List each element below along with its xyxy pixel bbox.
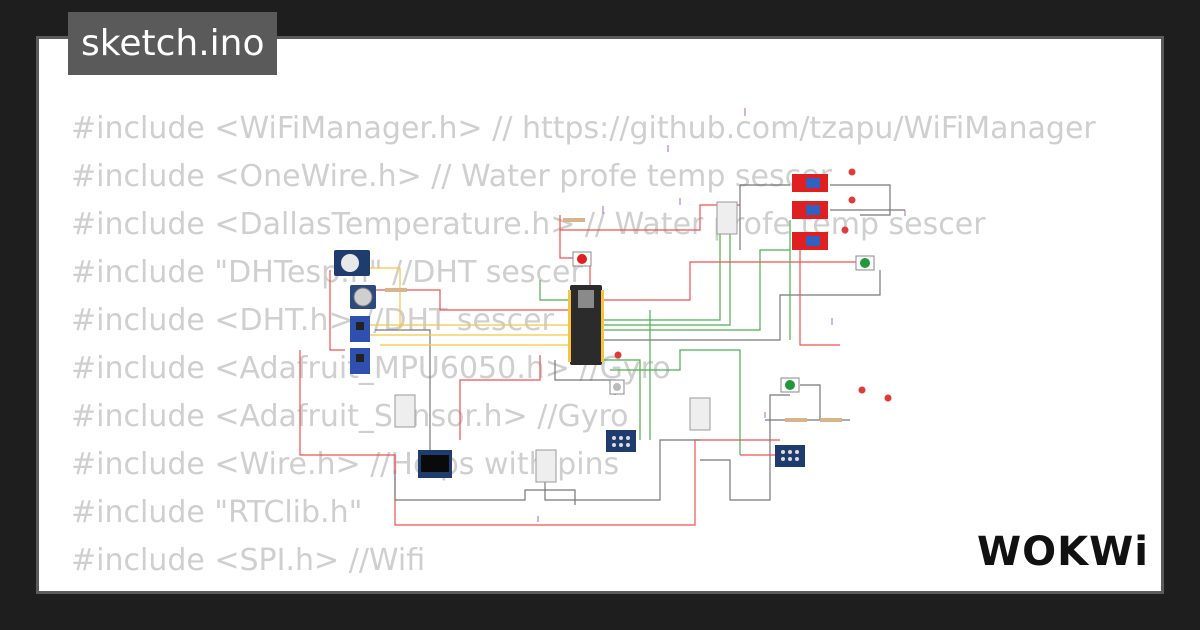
wires [299, 184, 905, 526]
logo-text: WOKWi [977, 529, 1149, 575]
wire [375, 329, 431, 450]
wire [560, 204, 740, 231]
button-green-top[interactable] [855, 255, 875, 271]
resistor [563, 218, 585, 222]
wire [370, 267, 401, 330]
wire [700, 394, 790, 501]
wire [459, 355, 541, 440]
code-line: #include "RTClib.h" [71, 495, 363, 530]
dht-sensor[interactable] [689, 397, 711, 431]
led [841, 226, 849, 234]
button-red[interactable] [572, 251, 592, 267]
wire [830, 184, 891, 216]
wire [329, 270, 345, 351]
dht-sensor[interactable] [394, 394, 416, 428]
potentiometer[interactable] [350, 285, 376, 309]
rtc-module[interactable] [334, 250, 370, 276]
wire [799, 250, 840, 346]
wire [539, 280, 570, 301]
code-line: #include <Wire.h> //Helps with pins [71, 447, 620, 482]
mpu6050-sensor[interactable] [350, 316, 370, 342]
code-line: #include <Adafruit_Sensor.h> //Gyro [71, 399, 629, 434]
dht-sensor[interactable] [535, 449, 557, 483]
wire [544, 439, 700, 501]
relay-module[interactable] [792, 232, 828, 250]
wokwi-logo: WOKWi [977, 529, 1149, 575]
wire [800, 384, 821, 420]
wire [600, 229, 735, 321]
wire [600, 249, 790, 331]
led [848, 196, 856, 204]
dht-sensor[interactable] [716, 201, 738, 235]
button-green-mid[interactable] [780, 377, 800, 393]
wire [610, 349, 741, 455]
code-listing: #include <WiFiManager.h> // https://gith… [71, 105, 1096, 591]
code-line: #include <DallasTemperature.h> // Water … [71, 207, 986, 242]
wire [600, 220, 731, 326]
led [858, 386, 866, 394]
wire [600, 270, 881, 341]
wire [600, 359, 641, 440]
wire [394, 470, 576, 505]
resistor [785, 418, 807, 422]
resistor [385, 288, 407, 292]
oled-display[interactable] [418, 450, 452, 478]
code-line: #include <WiFiManager.h> // https://gith… [71, 111, 1096, 146]
code-line: #include <OneWire.h> // Water profe temp… [71, 159, 832, 194]
code-line: #include <SPI.h> //Wifi [71, 543, 426, 578]
pin-markers [537, 108, 906, 522]
code-line: #include "DHTesp.h" //DHT sescer [71, 255, 583, 290]
keypad-module[interactable] [606, 430, 636, 452]
resistors [385, 218, 842, 422]
button-small[interactable] [609, 379, 625, 395]
mpu6050-sensor[interactable] [350, 348, 370, 374]
led [848, 168, 856, 176]
led [614, 351, 622, 359]
esp32-board[interactable] [568, 285, 604, 365]
preview-card: #include <WiFiManager.h> // https://gith… [36, 36, 1164, 594]
resistor [820, 418, 842, 422]
keypad-module[interactable] [775, 445, 805, 467]
file-tab[interactable]: sketch.ino [68, 12, 278, 75]
relay-module[interactable] [792, 201, 828, 219]
leds[interactable] [614, 168, 892, 402]
code-line: #include <DHT.h> //DHT sescer [71, 303, 554, 338]
wire [554, 360, 616, 395]
led [884, 394, 892, 402]
relay-module[interactable] [792, 174, 828, 192]
wire [600, 261, 860, 301]
